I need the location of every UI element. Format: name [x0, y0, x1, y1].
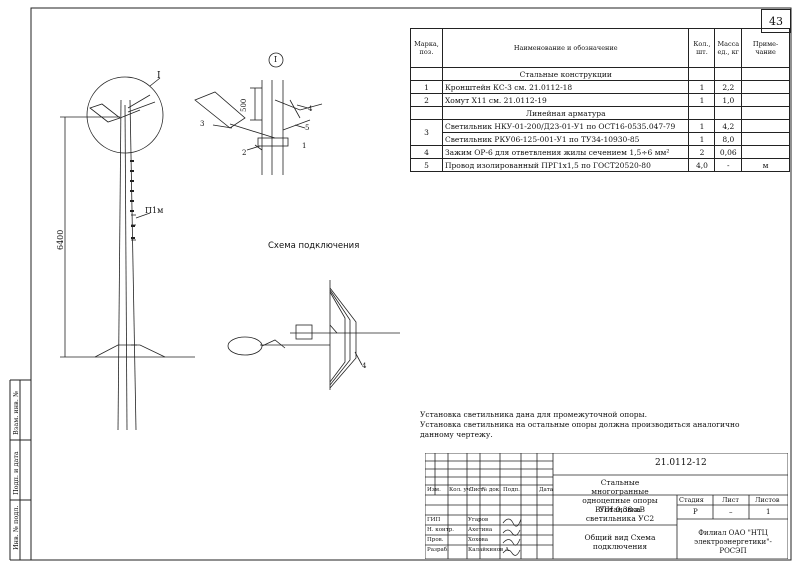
note-cell: м	[741, 158, 790, 172]
header-cell: Марка, поз.	[410, 28, 443, 68]
sheet-title: Установка светильника УС2	[585, 505, 655, 523]
note-cell	[741, 80, 790, 94]
qty-cell: 2	[688, 145, 716, 159]
note-cell	[741, 145, 790, 159]
rev-header: Подп.	[503, 487, 520, 493]
name-cell: Провод изолированный ПРГ1х1,5 по ГОСТ205…	[441, 158, 690, 172]
detail-view	[194, 52, 323, 175]
table-row: Светильник РКУ06-125-001-У1 по ТУ34-1093…	[411, 132, 790, 146]
header-cell: Кол., шт.	[688, 28, 716, 68]
role-label: Пров.	[427, 537, 444, 543]
rev-header: № док.	[482, 487, 501, 493]
sheet-header: Лист	[722, 496, 739, 504]
scheme-title: Схема подключения	[268, 241, 360, 251]
pos-cell: 5	[410, 158, 443, 172]
sheet-value: –	[729, 508, 733, 516]
organization: Филиал ОАО "НТЦ электроэнергетики"-РОСЭП	[694, 529, 772, 555]
rev-header: Дата	[539, 487, 554, 493]
note-cell	[741, 93, 790, 107]
rev-header: Кол. уч.	[449, 487, 473, 493]
pos-cell: 1	[410, 80, 443, 94]
role-label: Разраб.	[427, 547, 449, 553]
pos-cell: 2	[410, 93, 443, 107]
mass-cell: 1,0	[714, 93, 743, 107]
name-cell: Светильник РКУ06-125-001-У1 по ТУ34-1093…	[441, 132, 690, 146]
side-stamp-label: Подп. и дата	[12, 451, 20, 495]
pos-cell: 4	[410, 145, 443, 159]
qty-cell: 1	[688, 119, 716, 133]
table-row: 2 Хомут Х11 см. 21.0112-19 1 1,0	[410, 93, 790, 107]
person-name: Ахетина	[468, 527, 493, 533]
section-title: Стальные конструкции	[441, 67, 690, 81]
note-cell	[741, 132, 790, 146]
section-title: Линейная арматура	[441, 106, 690, 120]
name-cell: Кронштейн КС-3 см. 21.0112-18	[441, 80, 690, 94]
name-cell: Хомут Х11 см. 21.0112-19	[441, 93, 690, 107]
detail-label: 2	[242, 149, 247, 157]
notes-block: Установка светильника дана для промежуто…	[420, 410, 740, 440]
qty-cell: 1	[688, 80, 716, 94]
person-name: Хохова	[468, 537, 489, 543]
stage-value: Р	[693, 508, 698, 516]
name-cell: Светильник НКУ-01-200/Д23-01-У1 по ОСТ16…	[441, 119, 690, 133]
role-label: ГИП	[427, 517, 441, 523]
role-label: Н. контр.	[427, 527, 455, 533]
person-name: Калайкинов А.	[468, 547, 511, 553]
detail-label: 5	[305, 124, 310, 132]
note-line: Установка светильника дана для промежуто…	[420, 410, 647, 419]
side-stamp-label: Взам. инв. №	[12, 391, 20, 435]
callout-main-label: I	[157, 71, 161, 81]
rev-header: Лист	[469, 487, 484, 493]
title-block-grid	[425, 453, 788, 559]
mass-cell: 4,2	[714, 119, 743, 133]
detail-label: 4	[308, 105, 313, 113]
mass-cell: 2,2	[714, 80, 743, 94]
connection-scheme	[227, 280, 400, 390]
name-cell: Зажим ОР-6 для ответвления жилы сечением…	[441, 145, 690, 159]
section-row: Линейная арматура	[410, 106, 790, 120]
qty-cell: 4,0	[688, 158, 716, 172]
note-line: Установка светильника на остальные опоры…	[420, 420, 740, 429]
project-title: Стальные многогранные одноцепные опоры В…	[582, 478, 658, 514]
qty-cell: 1	[688, 132, 716, 146]
sheets-header: Листов	[755, 496, 780, 504]
detail-label: 3	[200, 120, 205, 128]
sheets-value: 1	[766, 508, 771, 516]
header-cell: Масса ед., кг	[714, 28, 743, 68]
table-row: 1 Кронштейн КС-3 см. 21.0112-18 1 2,2	[410, 80, 790, 94]
note-line: данному чертежу.	[420, 430, 493, 439]
header-cell: Наименование и обозначение	[441, 28, 690, 68]
table-header-row: Марка, поз. Наименование и обозначение К…	[410, 28, 790, 68]
mass-cell: -	[714, 158, 743, 172]
header-cell: Приме-чание	[741, 28, 790, 68]
stage-header: Стадия	[679, 496, 704, 504]
table-row: 3 Светильник НКУ-01-200/Д23-01-У1 по ОСТ…	[410, 119, 790, 146]
mark-label: П1м	[145, 206, 164, 215]
mass-cell: 8,0	[714, 132, 743, 146]
note-cell	[741, 119, 790, 133]
qty-cell: 1	[688, 93, 716, 107]
scheme-label: 4	[362, 362, 367, 370]
side-stamp-label: Инв. № подл.	[12, 505, 20, 550]
drawing-title: Общий вид Схема подключения	[584, 533, 656, 551]
pole-main-view	[60, 76, 195, 431]
doc-number: 21.0112-12	[655, 458, 707, 468]
mass-cell: 0,06	[714, 145, 743, 159]
pos-cell: 3	[410, 119, 443, 146]
specification-table: Марка, поз. Наименование и обозначение К…	[410, 28, 790, 172]
person-name: Угаров	[468, 517, 489, 523]
table-row: 4 Зажим ОР-6 для ответвления жилы сечени…	[410, 145, 790, 159]
detail-dimension: 500	[240, 98, 248, 112]
rev-header: Изм.	[427, 487, 441, 493]
table-row: 5 Провод изолированный ПРГ1х1,5 по ГОСТ2…	[410, 158, 790, 172]
detail-label: 1	[302, 142, 307, 150]
section-row: Стальные конструкции	[410, 67, 790, 81]
title-block: 21.0112-12 Стальные многогранные одноцеп…	[425, 453, 788, 559]
callout-detail-label: I	[274, 55, 278, 64]
height-dimension: 6400	[56, 229, 65, 250]
